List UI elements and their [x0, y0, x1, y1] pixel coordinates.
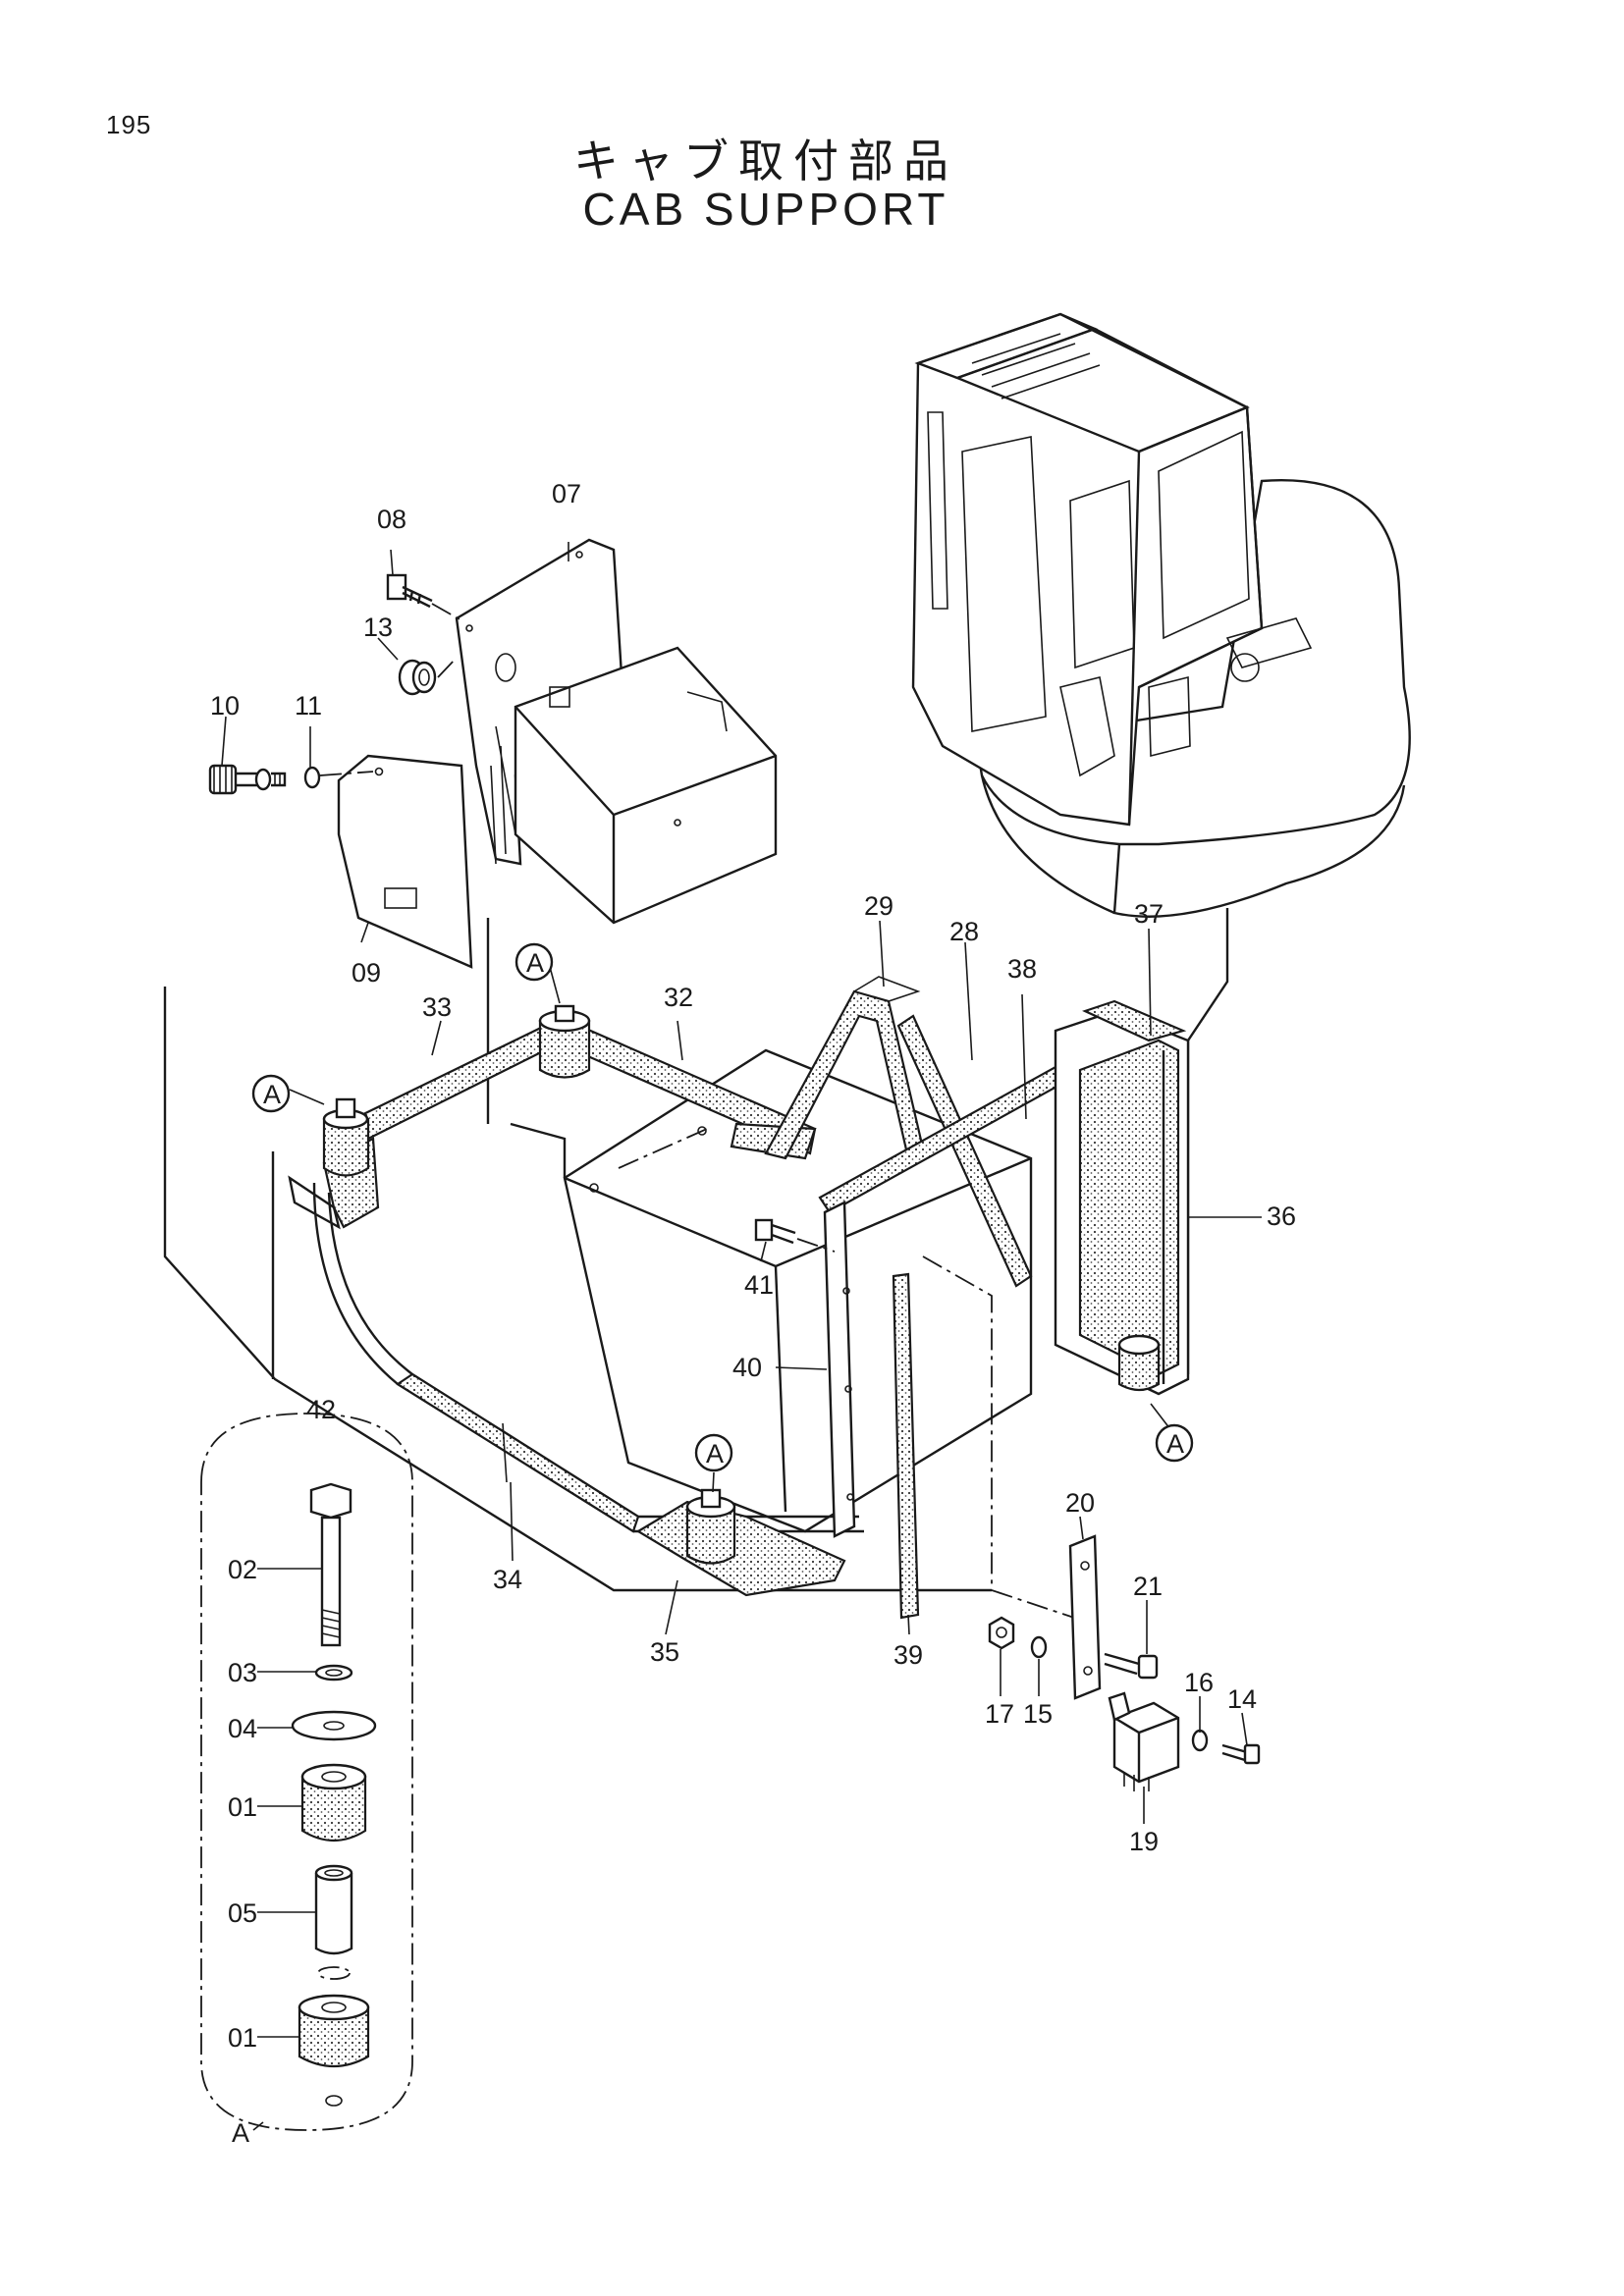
battery-box	[490, 646, 778, 925]
callout-10: 10	[210, 691, 240, 721]
strip-28	[896, 1014, 1033, 1288]
relay-19	[1108, 1691, 1180, 1791]
callout-13: 13	[363, 613, 393, 642]
detail-callout-01-upper: 01	[228, 1792, 257, 1822]
callout-32: 32	[664, 983, 693, 1012]
centerline-bracket	[922, 1255, 993, 1590]
post-40	[823, 1201, 856, 1538]
callout-20: 20	[1065, 1488, 1095, 1518]
detail-callout-02: 02	[228, 1555, 257, 1584]
callout-39: 39	[893, 1640, 923, 1670]
callout-36: 36	[1267, 1201, 1296, 1231]
cover-09	[337, 754, 473, 969]
screw-14	[1221, 1743, 1261, 1765]
callout-33: 33	[422, 992, 452, 1022]
detail-bolt-02	[309, 1482, 352, 1647]
callout-41: 41	[744, 1270, 774, 1300]
lower-frame	[163, 908, 1229, 1597]
cab-illustration	[911, 312, 1411, 918]
mount-front-A	[685, 1488, 736, 1565]
detail-callout-05: 05	[228, 1898, 257, 1928]
detail-callout-01-lower: 01	[228, 2023, 257, 2053]
detail-lockwasher-03	[314, 1664, 353, 1682]
washer-11	[303, 766, 374, 789]
mount-left-A	[322, 1097, 370, 1177]
callout-28: 28	[949, 917, 979, 946]
grommet-13	[398, 657, 458, 696]
mount-top-A	[538, 1004, 591, 1079]
callout-08: 08	[377, 505, 406, 534]
mount-marker-label: A	[526, 948, 544, 978]
detail-a-frame	[200, 1413, 413, 2131]
detail-callout-04: 04	[228, 1714, 257, 1743]
mount-marker-label: A	[1166, 1429, 1184, 1459]
page-number: 195	[106, 110, 152, 139]
bolt-08	[386, 573, 462, 621]
mount-marker-left: A	[251, 1074, 291, 1113]
mount-marker-front: A	[694, 1433, 733, 1472]
callout-37: 37	[1134, 899, 1164, 929]
callout-21: 21	[1133, 1572, 1163, 1601]
callout-40: 40	[732, 1353, 762, 1382]
callout-42: 42	[306, 1395, 336, 1424]
callout-11: 11	[295, 691, 322, 721]
mount-marker-right: A	[1155, 1423, 1194, 1463]
detail-rubber-01-lower	[298, 1994, 370, 2107]
title-english: CAB SUPPORT	[582, 184, 949, 235]
callout-15: 15	[1023, 1699, 1053, 1729]
callout-38: 38	[1007, 954, 1037, 984]
mount-marker-top: A	[514, 942, 554, 982]
detail-rubber-01-upper	[300, 1763, 367, 1842]
callout-labels: 07 08 13 10 11 09 29 28 38 37 32 33 36 4…	[210, 479, 1296, 2148]
bolt-21	[1104, 1652, 1159, 1680]
bracket-20	[1068, 1534, 1102, 1700]
detail-collar-05	[314, 1864, 353, 1980]
callout-07: 07	[552, 479, 581, 508]
washer-15	[1030, 1635, 1048, 1659]
callout-34: 34	[493, 1565, 522, 1594]
washer-16	[1191, 1729, 1209, 1752]
bolt-41	[754, 1218, 836, 1253]
mount-marker-label: A	[706, 1439, 724, 1468]
callout-09: 09	[352, 958, 381, 988]
callout-14: 14	[1227, 1684, 1257, 1714]
callout-19: 19	[1129, 1827, 1159, 1856]
mount-marker-label: A	[263, 1080, 281, 1109]
centerline-relay	[991, 1589, 1081, 1621]
leader-lines	[221, 542, 1262, 2038]
knob-10	[208, 764, 287, 795]
callout-16: 16	[1184, 1668, 1214, 1697]
title-japanese: キャブ取付部品	[573, 134, 958, 187]
seal-39	[892, 1272, 920, 1620]
panel-36	[1054, 999, 1190, 1396]
callout-17: 17	[985, 1699, 1014, 1729]
nut-17	[988, 1616, 1015, 1650]
detail-marker-a: A	[232, 2118, 249, 2148]
detail-washer-04	[291, 1710, 377, 1741]
detail-callout-03: 03	[228, 1658, 257, 1687]
callout-29: 29	[864, 891, 893, 921]
callout-35: 35	[650, 1637, 679, 1667]
mount-right-A	[1117, 1334, 1161, 1392]
